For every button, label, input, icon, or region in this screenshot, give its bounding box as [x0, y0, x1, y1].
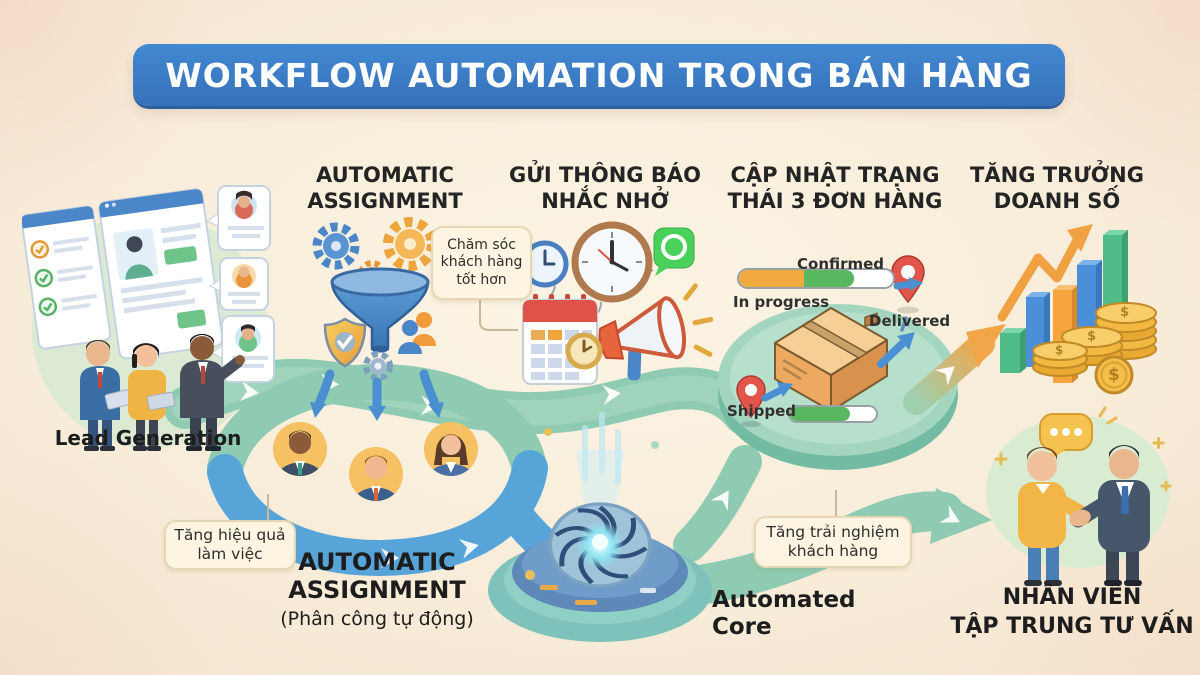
handshake-icon — [1069, 509, 1091, 527]
page-title: WORKFLOW AUTOMATION TRONG BÁN HÀNG — [165, 55, 1033, 95]
browser-window-icon — [22, 205, 112, 350]
status-confirmed-label: Confirmed — [797, 255, 885, 273]
sparkles — [994, 406, 1172, 492]
callout-experience: Tăng trải nghiệm khách hàng — [754, 516, 912, 568]
notification-illustration — [521, 221, 714, 385]
calendar-icon — [522, 294, 598, 385]
handshake-illustration — [994, 406, 1172, 586]
status-shipped-label: Shipped — [727, 402, 797, 420]
customer-figure — [1018, 447, 1094, 586]
callout-connectors — [267, 300, 837, 520]
lead-generation-label: Lead Generation — [54, 426, 242, 450]
coins-icon: $ — [1087, 329, 1097, 344]
megaphone-icon — [598, 283, 714, 381]
browser-window-icon — [98, 188, 224, 360]
automated-core-label: Automated Core — [712, 587, 856, 641]
callout-better-care: Chăm sóc khách hàng tốt hơn — [431, 226, 532, 300]
gear-icon — [312, 222, 360, 270]
shield-check-icon — [323, 317, 367, 368]
automatic-assignment-label: AUTOMATIC ASSIGNMENT (Phân công tự động) — [280, 548, 474, 630]
staff-consulting-label: NHÂN VIÊN TẬP TRUNG TƯ VẤN — [950, 585, 1194, 640]
status-delivered-label: Delivered — [869, 312, 951, 330]
package-box-icon — [774, 307, 888, 412]
order-status-illustration — [736, 255, 925, 427]
location-pin-icon — [891, 255, 925, 332]
status-inprogress-label: In progress — [733, 293, 830, 311]
shipping-progress-bar — [788, 405, 878, 423]
flow-arrowhead-handshake — [930, 488, 992, 544]
avatar — [424, 422, 478, 476]
callout-efficiency: Tăng hiệu quả làm việc — [164, 520, 296, 570]
coins-icon: $ — [1120, 305, 1130, 320]
lead-generation-illustration — [22, 185, 275, 451]
clock-icon — [571, 221, 653, 303]
gear-icon — [383, 217, 437, 271]
avatar — [273, 422, 327, 476]
growth-arrowhead — [966, 324, 1006, 368]
avatar — [349, 447, 403, 501]
automated-core-platform — [488, 412, 712, 642]
assigned-agents-avatars — [273, 422, 478, 501]
location-pin-icon — [736, 375, 766, 427]
title-banner: WORKFLOW AUTOMATION TRONG BÁN HÀNG — [133, 44, 1065, 106]
clock-icon — [565, 332, 603, 370]
order-progress-bar — [737, 268, 895, 289]
growth-arrow-icon — [997, 237, 1081, 322]
assignment-funnel-illustration — [310, 217, 444, 421]
coins-icon: $ — [1108, 365, 1120, 385]
coins-icon — [1032, 302, 1157, 395]
funnel-icon — [330, 267, 430, 353]
lead-team-people — [80, 333, 245, 451]
assignment-arrows — [310, 369, 444, 421]
gear-icon — [363, 351, 393, 381]
coins-icon: $ — [1055, 343, 1064, 357]
whatsapp-icon — [653, 227, 695, 276]
users-icon — [398, 312, 436, 354]
flow-arrow-icon — [761, 277, 923, 402]
lead-profile-cards — [205, 185, 275, 383]
